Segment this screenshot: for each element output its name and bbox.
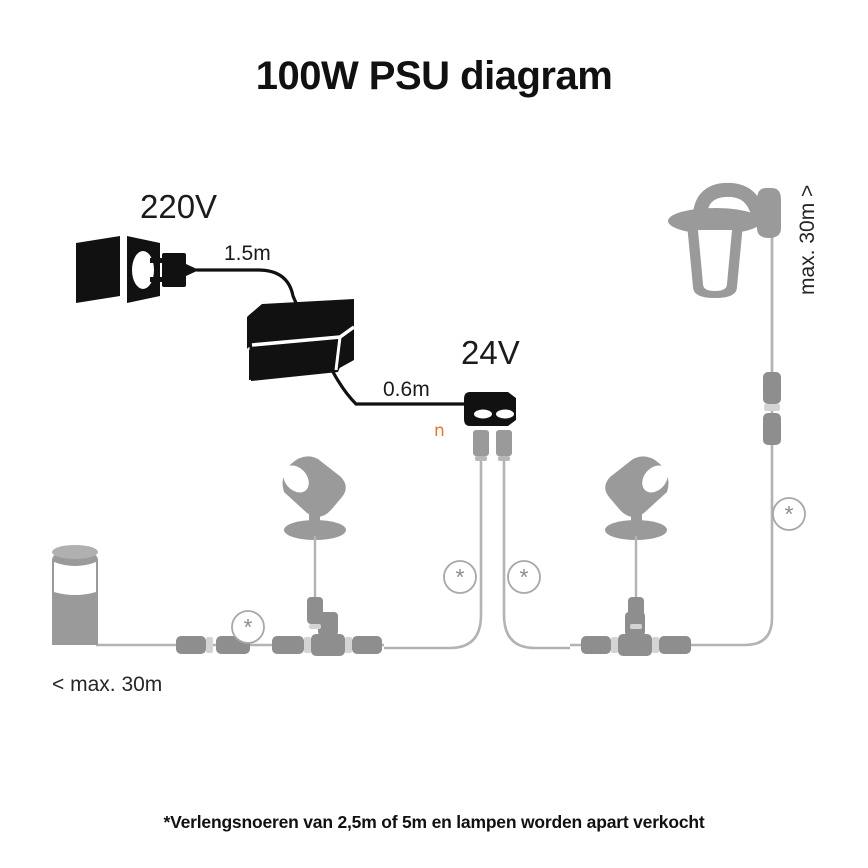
- label-max-run-right: max. 30m >: [796, 184, 819, 295]
- label-input-voltage: 220V: [140, 188, 218, 225]
- connector-pair-right-vertical: [763, 372, 781, 445]
- psu-brick-icon: [247, 299, 356, 381]
- svg-text:*: *: [520, 564, 529, 590]
- spotlight-left-icon: [282, 456, 346, 629]
- asterisk-marker-center-right: *: [507, 560, 541, 594]
- wall-socket-icon: [76, 236, 160, 303]
- distributor-output-connector-left: [473, 430, 489, 461]
- spotlight-right-icon: [605, 456, 669, 629]
- footnote-text: *Verlengsnoeren van 2,5m of 5m en lampen…: [163, 812, 705, 832]
- page-title: 100W PSU diagram: [255, 54, 613, 98]
- orange-marker-glyph: n: [434, 421, 445, 441]
- svg-text:*: *: [244, 614, 253, 640]
- wall-lantern-icon: [668, 182, 781, 372]
- label-max-run-left: < max. 30m: [52, 673, 163, 696]
- connector-pair-right-a: [581, 636, 618, 654]
- connector-pair-left-b: [272, 636, 311, 654]
- output-cable: [331, 370, 471, 406]
- label-output-cable-length: 0.6m: [383, 378, 430, 401]
- cable-right-branch-vertical: [502, 461, 570, 650]
- asterisk-marker-center-left: *: [443, 560, 477, 594]
- cable-right-horizontal-run: [570, 222, 774, 647]
- bollard-lamp-icon: [52, 545, 98, 645]
- label-output-voltage: 24V: [461, 334, 520, 371]
- label-mains-cable-length: 1.5m: [224, 242, 271, 265]
- asterisk-marker-left-branch: *: [231, 610, 265, 644]
- distributor-output-connector-right: [496, 430, 512, 461]
- svg-text:*: *: [785, 501, 794, 527]
- svg-text:*: *: [456, 564, 465, 590]
- mains-cable: [195, 268, 302, 314]
- distributor-block-24v-icon: [464, 391, 523, 427]
- mains-plug-icon: [150, 253, 199, 287]
- cable-left-branch-vertical: [384, 461, 483, 650]
- asterisk-marker-right-branch: *: [772, 497, 806, 531]
